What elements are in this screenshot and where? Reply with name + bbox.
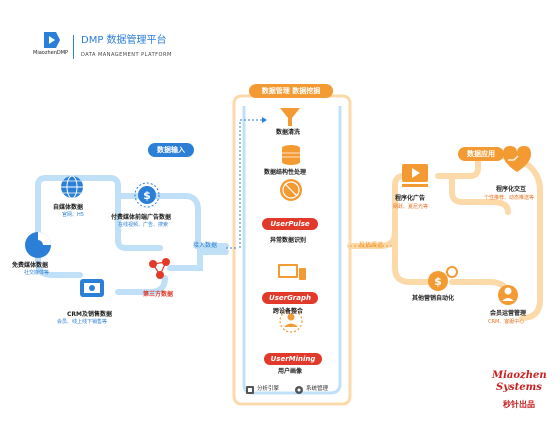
filter-funnel-icon bbox=[280, 108, 300, 126]
source-free-media-sub: 社交媒体等 bbox=[24, 270, 50, 276]
access-data-label: 接入数据 bbox=[193, 242, 218, 249]
tool-analysis-label: 分析引擎 bbox=[257, 386, 280, 392]
header-divider bbox=[73, 35, 74, 59]
app-programmatic-ad-label: 程序化广告 bbox=[395, 195, 426, 202]
pipeline-cross-device-label: 跨设备整合 bbox=[273, 308, 304, 315]
svg-text:$: $ bbox=[434, 275, 442, 288]
user-profile-icon bbox=[279, 309, 303, 333]
dmp-logo-icon bbox=[44, 32, 60, 48]
source-crm-sub: 会员、线上线下销售等 bbox=[57, 319, 108, 325]
source-paid-media-label: 付费媒体前端广告数据 bbox=[111, 214, 172, 221]
output-flow-lines bbox=[347, 153, 543, 321]
pipeline-profile-label: 用户画像 bbox=[278, 368, 303, 375]
logo-text: MiaozhenDMP bbox=[33, 50, 69, 56]
source-owned-media-label: 自媒体数据 bbox=[53, 204, 84, 211]
presentation-board-icon bbox=[80, 279, 104, 297]
source-paid-media-sub: 在线视频、广告、搜索 bbox=[118, 222, 169, 228]
service-agent-icon bbox=[498, 285, 518, 305]
money-gear-icon: $ bbox=[428, 266, 458, 291]
section-management-pill: 数据管理 数据挖掘 bbox=[249, 84, 333, 98]
source-third-party-label: 第三方数据 bbox=[143, 291, 174, 298]
source-crm-label: CRM及销售数据 bbox=[67, 311, 112, 318]
app-marketing-automation-label: 其他营销自动化 bbox=[412, 295, 455, 302]
app-programmatic-interaction-label: 程序化交互 bbox=[496, 186, 527, 193]
pipeline-structuring-label: 数据结构性处理 bbox=[264, 169, 307, 176]
app-programmatic-interaction-sub: 个性推荐、动态推送等 bbox=[484, 195, 535, 201]
system-settings-icon bbox=[295, 386, 303, 394]
page-title: DMP 数据管理平台 bbox=[81, 35, 167, 46]
svg-text:$: $ bbox=[143, 189, 151, 202]
heart-hand-icon bbox=[503, 146, 531, 172]
pipeline-cleaning-label: 数据清洗 bbox=[276, 129, 301, 136]
app-member-ops-sub: CRM、客服中心 bbox=[488, 319, 525, 325]
database-icon bbox=[282, 145, 300, 165]
app-programmatic-ad-sub: 网跃、夏尼光等 bbox=[393, 204, 429, 210]
app-member-ops-label: 会员运营管理 bbox=[490, 310, 527, 317]
section-input-pill: 数据输入 bbox=[148, 143, 194, 157]
brand-tagline: 秒针出品 bbox=[503, 400, 535, 409]
page-subtitle: DATA MANAGEMENT PLATFORM bbox=[81, 52, 172, 58]
brand-logo-bottom: Systems bbox=[496, 382, 542, 393]
usermining-badge: UserMining bbox=[264, 353, 322, 365]
pipeline-anomaly-label: 异常数据识别 bbox=[270, 237, 307, 244]
usergraph-badge: UserGraph bbox=[262, 292, 318, 304]
dollar-icon: $ bbox=[134, 182, 160, 208]
devices-icon bbox=[278, 264, 306, 280]
tool-system-label: 系统管理 bbox=[306, 386, 329, 392]
section-application-pill: 数据应用 bbox=[458, 147, 504, 161]
deliver-channel-label: 投放渠道 bbox=[359, 242, 384, 249]
source-free-media-label: 免费媒体数据 bbox=[12, 262, 49, 269]
input-flow-lines bbox=[35, 175, 229, 295]
analysis-engine-icon bbox=[246, 386, 254, 394]
brand-logo-top: Miaozhen bbox=[492, 370, 547, 381]
pie-chart-icon bbox=[25, 232, 51, 258]
video-ad-icon bbox=[402, 164, 428, 187]
globe-icon bbox=[61, 175, 83, 199]
management-frame-inner bbox=[242, 106, 342, 395]
source-owned-media-sub: 官网、H5 bbox=[62, 212, 84, 218]
no-bug-icon bbox=[280, 179, 302, 201]
people-network-icon bbox=[149, 258, 170, 279]
userpulse-badge: UserPulse bbox=[262, 218, 318, 230]
management-frame-outer bbox=[232, 94, 352, 406]
